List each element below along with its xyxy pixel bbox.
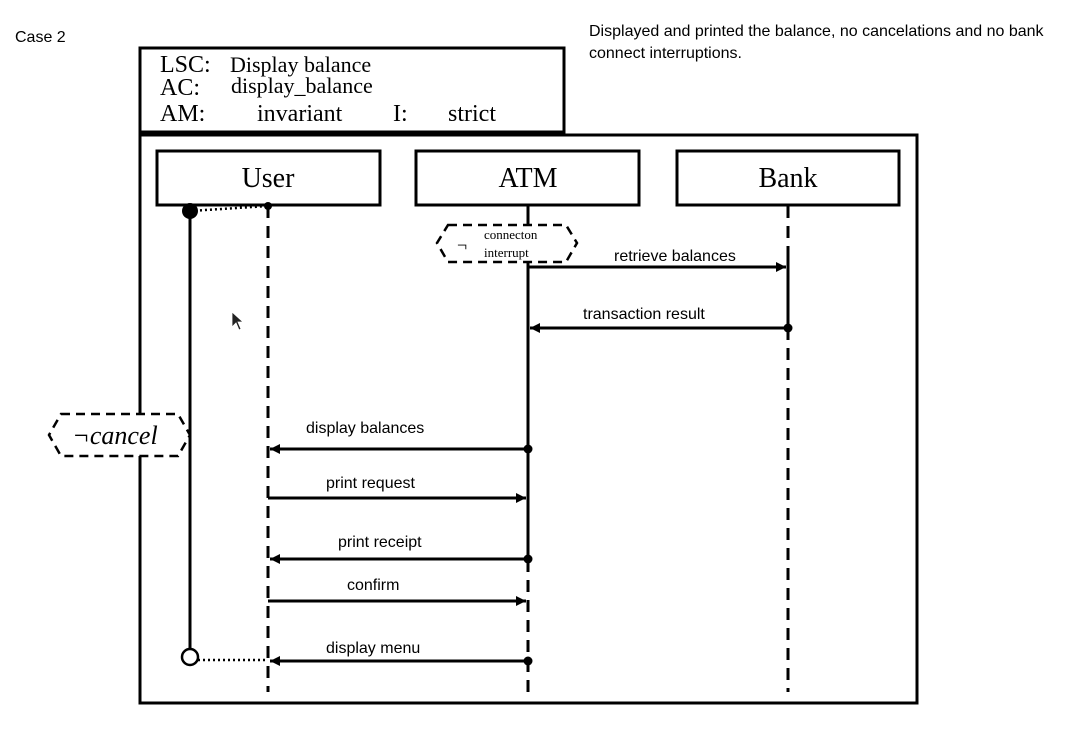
message-label-print-receipt: print receipt [338,534,422,551]
message-origin-dot [783,323,793,333]
case-description: Displayed and printed the balance, no ca… [589,23,1044,62]
interrupt-label-line1: connecton [484,227,538,242]
am-value: invariant [257,101,343,127]
messages [264,202,793,666]
lsc-header-text: LSC: Display balance AC: display_balance… [160,52,496,127]
lsc-header-box [138,46,566,134]
message-label-display-menu: display menu [326,640,420,657]
i-key: I: [393,101,408,127]
connection-interrupt-condition [435,223,579,264]
message-label-confirm: confirm [347,577,399,594]
mouse-cursor-icon [231,311,245,331]
lifeline-head-atm [414,149,641,207]
interrupt-label-line2: interrupt [484,245,529,260]
message-label-transaction-result: transaction result [583,306,705,323]
case-label: Case 2 [15,29,66,46]
cancel-subchart-end-circle [180,647,200,667]
ac-value: display_balance [231,73,373,98]
am-key: AM: [160,101,205,127]
lifeline-head-user [155,149,382,207]
lsc-key: LSC: [160,52,211,78]
lifeline-head-bank [675,149,901,207]
lifeline-name-user: User [242,163,296,194]
lsc-value: Display balance [230,52,371,77]
message-origin-dot [523,444,533,454]
cancel-condition [47,412,192,458]
lifeline-name-bank: Bank [758,163,817,194]
cancel-subchart-top-connector [189,204,269,213]
message-origin-dot [523,656,533,666]
message-label-display-balances: display balances [306,420,424,437]
i-value: strict [448,101,496,127]
interrupt-negation-symbol: ¬ [457,235,467,255]
message-label-retrieve-balances: retrieve balances [614,248,736,265]
user-lifeline-anchor-dot [264,202,272,210]
cancel-condition-label: ¬cancel [72,421,157,450]
cancel-subchart-start-dot [182,203,198,219]
message-origin-dot [523,554,533,564]
message-label-print-request: print request [326,475,415,492]
ac-key: AC: [160,75,200,101]
lifeline-name-atm: ATM [498,163,557,194]
